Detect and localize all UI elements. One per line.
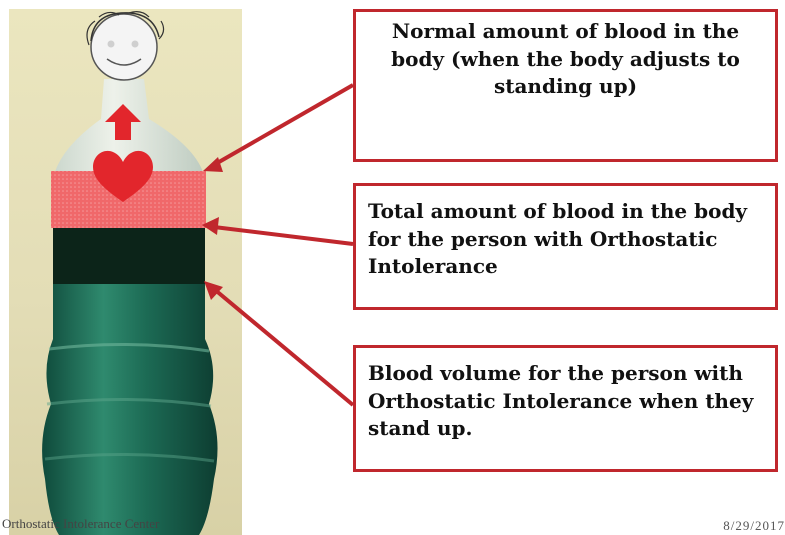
arrow-to-liquid-line (214, 289, 353, 405)
arrow-to-red-band (212, 85, 353, 166)
footer-source: Orthostatic Intolerance Center (2, 516, 159, 532)
arrow-to-dark-band (214, 227, 353, 244)
footer-date: 8/29/2017 (723, 518, 785, 534)
